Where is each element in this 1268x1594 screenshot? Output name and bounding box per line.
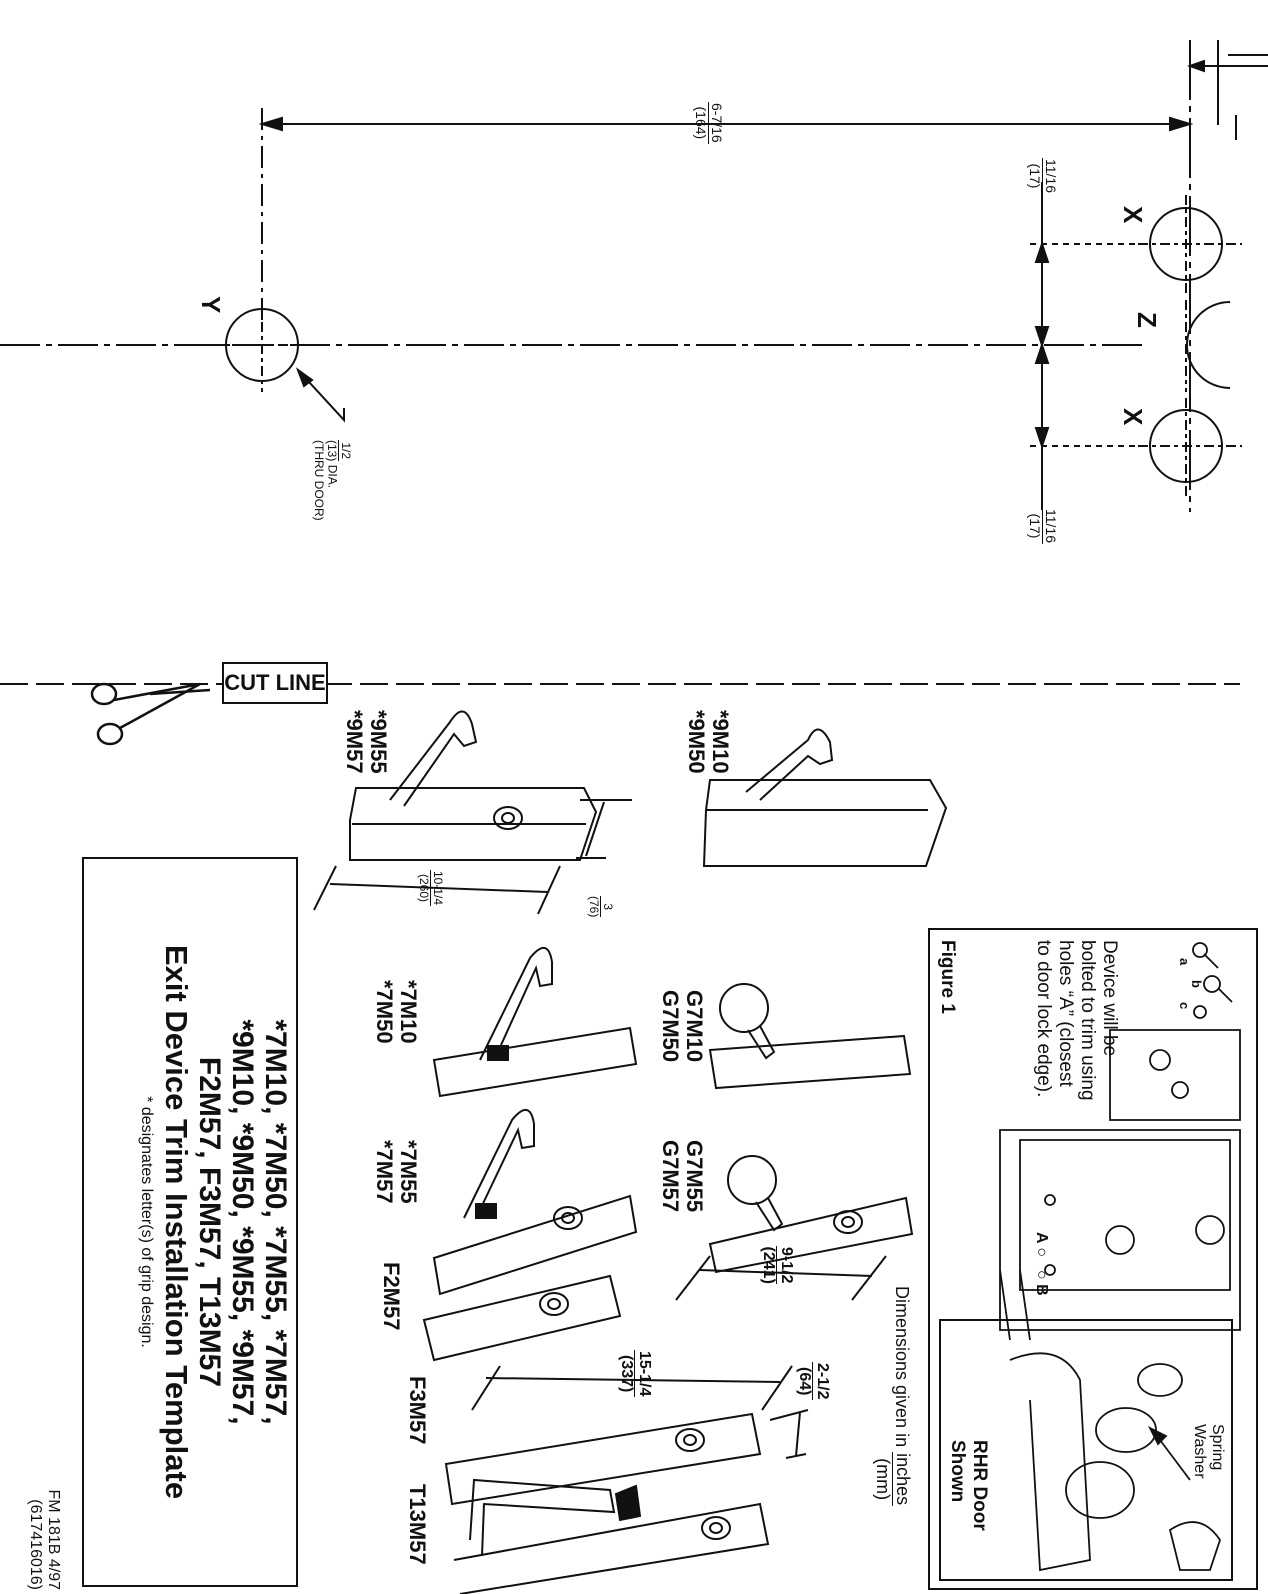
- rhr-door-label: RHR Door Shown: [947, 1440, 990, 1531]
- label-9m55-9m57: *9M55*9M57: [341, 710, 391, 774]
- dim-3: 3(76): [587, 896, 615, 918]
- trim-g7m10-drawing: [708, 983, 912, 1090]
- hole-z: [1186, 301, 1231, 389]
- title-text: *7M10, *7M50, *7M55, *7M57, *9M10, *9M50…: [137, 866, 292, 1578]
- spring-washer-label: Spring Washer: [1191, 1424, 1226, 1479]
- figure-1-box: [928, 928, 1258, 1590]
- trim-9m55-drawing: [313, 710, 632, 915]
- dim-arrow: [1187, 59, 1205, 73]
- cut-line-label: CUT LINE: [224, 670, 326, 695]
- title-block: [82, 857, 298, 1587]
- label-7m55-7m57: *7M55*7M57: [371, 1140, 421, 1204]
- part-label-a: a: [1177, 958, 1192, 966]
- dim-arrow: [1034, 326, 1050, 349]
- hole-y-dia-callout: 1/2(13) DIA. (THRU DOOR): [311, 440, 353, 521]
- label-t13m57: T13M57: [405, 1484, 430, 1565]
- part-label-c: c: [1177, 1002, 1192, 1010]
- dim-15-1-4: 15-1/4(337): [618, 1350, 653, 1398]
- figure-1-drawing: [939, 942, 1241, 1581]
- dim-9-1-2: 9-1/2(241): [760, 1246, 795, 1285]
- hole-b-label: ○ B: [1033, 1270, 1050, 1296]
- trim-7m10-drawing: [432, 947, 638, 1098]
- dim-arrow: [258, 116, 283, 132]
- dim-2-1-2: 2-1/2(64): [796, 1362, 831, 1401]
- title-line-2: *9M10, *9M50, *9M55, *9M57,: [226, 1019, 259, 1425]
- label-7m10-7m50: *7M10*7M50: [371, 980, 421, 1044]
- trim-f3m57-drawing: [444, 1365, 809, 1506]
- title-line-3: F2M57, F3M57, T13M57: [193, 1056, 226, 1388]
- dim-arrow: [1034, 240, 1050, 263]
- part-label-b: b: [1189, 980, 1204, 988]
- figure-1-text: Device will be bolted to trim using hole…: [1033, 940, 1120, 1101]
- cut-line-label-box: CUT LINE: [222, 662, 328, 704]
- hole-y-leader: [297, 369, 345, 423]
- dim-x-lower: 11/16(17): [1027, 508, 1059, 544]
- trim-g7m55-drawing: [708, 1155, 914, 1274]
- hole-z-label: Z: [1132, 312, 1162, 328]
- trim-9m10-drawing: [702, 728, 948, 867]
- figure-1-caption: Figure 1: [937, 940, 958, 1014]
- label-9m10-9m50: *9M10*9M50: [683, 710, 733, 774]
- dim-arrow: [1169, 116, 1194, 132]
- form-code: FM 181B 4/97 (617416016): [27, 1489, 62, 1591]
- dim-arrow: [1034, 341, 1050, 364]
- hole-x-label: X: [1118, 206, 1148, 224]
- label-f3m57: F3M57: [405, 1376, 430, 1445]
- title-line-4: Exit Device Trim Installation Template: [159, 944, 194, 1500]
- hole-y-label: Y: [196, 296, 226, 314]
- trim-t13m57-drawing: [453, 1478, 770, 1594]
- hole-a-label: A ○: [1033, 1232, 1050, 1258]
- title-note: * designates letter(s) of grip design.: [137, 1096, 155, 1348]
- dimensions-note: Dimensions given in inches(mm): [873, 1286, 913, 1507]
- dim-10-1-4: 10-1/4(260): [417, 870, 445, 907]
- title-line-1: *7M10, *7M50, *7M55, *7M57,: [259, 1019, 292, 1425]
- trim-f2m57-drawing: [422, 1274, 622, 1362]
- hole-x-label-lower: X: [1118, 408, 1148, 426]
- label-f2m57: F2M57: [379, 1262, 404, 1331]
- dim-6-7-16: 6-7/16(164): [693, 102, 725, 144]
- dim-arrow: [1034, 427, 1050, 450]
- trim-7m55-drawing: [432, 1109, 638, 1296]
- scissors-icon: [90, 682, 211, 746]
- dim-x-upper: 11/16(17): [1027, 158, 1059, 194]
